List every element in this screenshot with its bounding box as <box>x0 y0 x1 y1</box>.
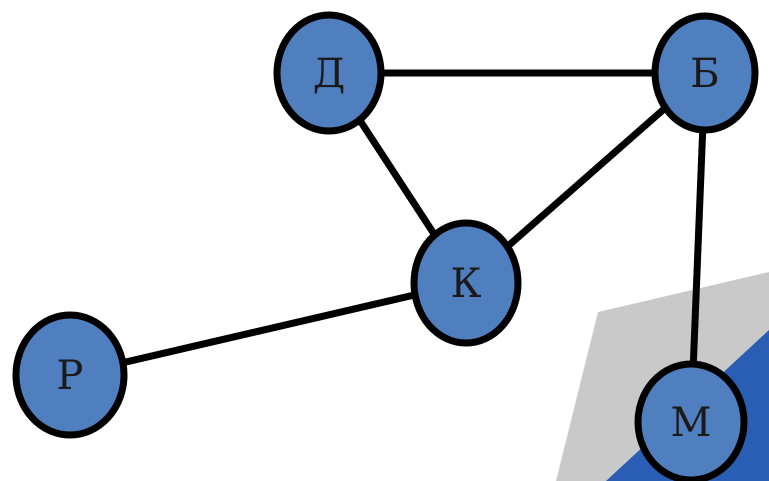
node-k: К <box>410 219 522 347</box>
node-b: Б <box>651 12 759 134</box>
node-circle <box>12 311 128 439</box>
node-circle <box>273 11 385 135</box>
edge-k-r <box>69 279 467 379</box>
node-circle <box>651 12 759 134</box>
node-label: К <box>451 261 482 307</box>
node-d: Д <box>273 11 385 135</box>
node-r: Р <box>12 311 128 439</box>
node-m: М <box>634 360 748 481</box>
nodes-layer: Д Б К Р М <box>12 11 759 481</box>
node-label: Д <box>313 51 346 97</box>
node-circle <box>410 219 522 347</box>
node-circle <box>634 360 748 481</box>
node-label: М <box>671 400 712 446</box>
node-label: Р <box>57 353 84 399</box>
node-label: Б <box>690 51 719 97</box>
